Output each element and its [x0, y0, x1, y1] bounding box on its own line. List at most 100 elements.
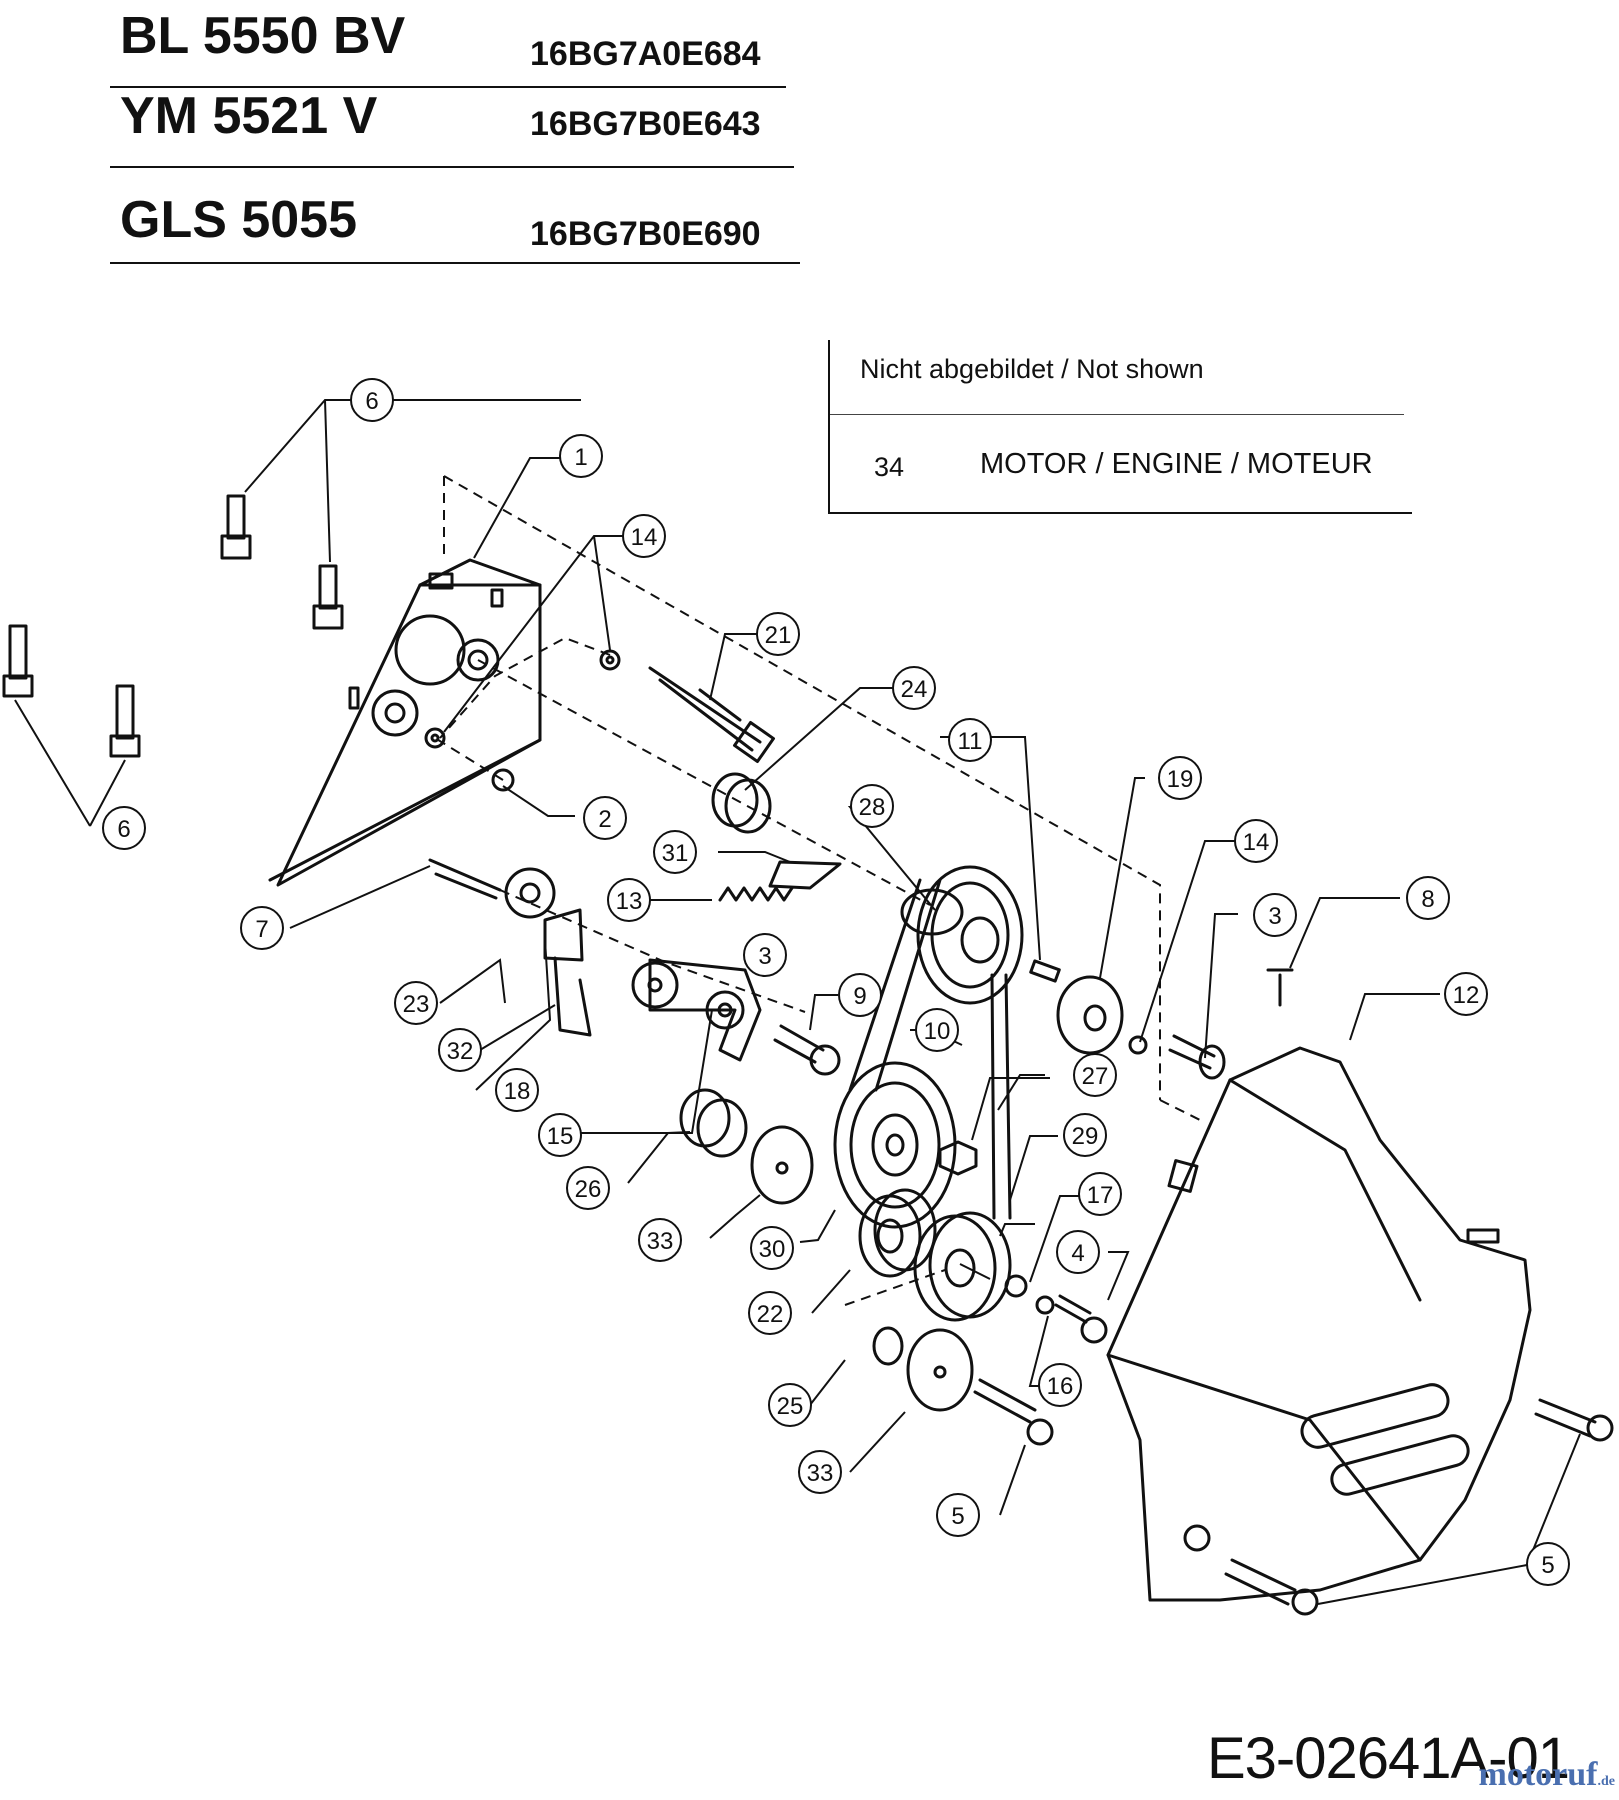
- not-shown-part-description: MOTOR / ENGINE / MOTEUR: [980, 448, 1373, 480]
- callout-label: 24: [901, 676, 928, 703]
- callout-label: 33: [647, 1228, 674, 1255]
- callout-label: 14: [1243, 829, 1270, 856]
- callout-label: 6: [117, 816, 130, 843]
- part-callouts: [102, 378, 1570, 1586]
- bolt-6-d: [109, 684, 141, 758]
- callout-label: 14: [631, 524, 658, 551]
- callout-label: 17: [1087, 1182, 1114, 1209]
- watermark-brand: motoruf: [1478, 1756, 1598, 1793]
- belt-27: [848, 878, 1012, 1220]
- shaft-21: [648, 666, 762, 752]
- not-shown-table: Nicht abgebildet / Not shown 34 MOTOR / …: [828, 340, 1412, 514]
- callout-5-a: [936, 1493, 980, 1537]
- spring-13: [718, 886, 794, 902]
- watermark-logo: motoruf.de: [1479, 1756, 1615, 1794]
- callout-label: 28: [859, 794, 886, 821]
- model-code: 16BG7B0E690: [530, 215, 761, 253]
- callout-label: 16: [1047, 1373, 1074, 1400]
- callout-label: 8: [1421, 886, 1434, 913]
- pulley-23: [504, 867, 556, 919]
- callout-label: 2: [598, 806, 611, 833]
- callout-label: 23: [403, 991, 430, 1018]
- pulley-10: [833, 1061, 957, 1229]
- callout-25: [768, 1383, 812, 1427]
- model-row: GLS 5055 16BG7B0E690: [110, 176, 800, 264]
- callout-10: [915, 1008, 959, 1052]
- callout-label: 1: [574, 444, 587, 471]
- callout-label: 9: [853, 983, 866, 1010]
- callout-4: [1056, 1230, 1100, 1274]
- callout-label: 12: [1453, 982, 1480, 1009]
- washer-19: [1056, 975, 1124, 1055]
- callout-label: 4: [1071, 1240, 1084, 1267]
- callout-33-a: [638, 1218, 682, 1262]
- divider: [110, 166, 794, 168]
- callout-7: [240, 906, 284, 950]
- callout-label: 3: [758, 943, 771, 970]
- model-name: GLS 5055: [120, 191, 358, 249]
- divider: [110, 262, 800, 264]
- pulley-29: [928, 1211, 1012, 1319]
- model-code: 16BG7A0E684: [530, 35, 761, 73]
- callout-label: 5: [1541, 1552, 1554, 1579]
- lever-32: [543, 908, 592, 1037]
- callout-32: [438, 1028, 482, 1072]
- callout-label: 11: [958, 728, 983, 755]
- bolt-6-a: [220, 494, 252, 560]
- callout-9: [838, 973, 882, 1017]
- callout-label: 19: [1167, 766, 1194, 793]
- callout-1: [559, 434, 603, 478]
- callout-label: 26: [575, 1176, 602, 1203]
- cover-12: [1106, 1046, 1532, 1602]
- bolt-6-b: [312, 564, 344, 630]
- callout-8: [1406, 876, 1450, 920]
- callout-label: 22: [757, 1301, 784, 1328]
- callout-17: [1078, 1172, 1122, 1216]
- callout-33-b: [798, 1450, 842, 1494]
- bushing-26: [679, 1088, 731, 1148]
- callout-label: 18: [504, 1078, 531, 1105]
- callout-21: [756, 612, 800, 656]
- callout-26: [566, 1166, 610, 1210]
- callout-14-a: [622, 514, 666, 558]
- model-row: BL 5550 BV 16BG7A0E684: [110, 0, 786, 88]
- callout-12: [1444, 972, 1488, 1016]
- callout-label: 29: [1072, 1123, 1099, 1150]
- callout-label: 25: [777, 1393, 804, 1420]
- callout-label: 13: [616, 888, 643, 915]
- callout-31: [653, 830, 697, 874]
- callout-label: 31: [662, 840, 689, 867]
- model-row: YM 5521 V 16BG7B0E643: [110, 80, 794, 168]
- callout-label: 6: [365, 388, 378, 415]
- document-number: E3-02641A-01: [1206, 1726, 1570, 1791]
- pulley-28: [916, 865, 1024, 1005]
- not-shown-part-number: 34: [874, 452, 905, 482]
- callout-14-b: [1234, 819, 1278, 863]
- callout-29: [1063, 1113, 1107, 1157]
- divider: [830, 414, 1404, 415]
- callout-label: 7: [255, 916, 268, 943]
- panel-hole-large: [394, 614, 466, 686]
- dashed-guides: [434, 475, 1201, 1306]
- watermark-tld: .de: [1597, 1774, 1616, 1789]
- callout-label: 30: [759, 1236, 786, 1263]
- callout-13: [607, 878, 651, 922]
- callout-label: 5: [951, 1503, 964, 1530]
- disc-33-b: [906, 1328, 974, 1412]
- callout-28: [850, 784, 894, 828]
- callout-label: 32: [447, 1038, 474, 1065]
- divider: [110, 86, 786, 88]
- panel-hole-small: [371, 689, 419, 737]
- disc-33-a: [750, 1125, 814, 1205]
- model-name: BL 5550 BV: [120, 7, 406, 65]
- leader-lines: [14, 399, 1581, 1605]
- side-panel-shape: [276, 558, 542, 887]
- bushing-25: [872, 1326, 904, 1366]
- callout-30: [750, 1226, 794, 1270]
- bolt-6-c: [2, 624, 34, 698]
- callout-19: [1158, 756, 1202, 800]
- callout-22: [748, 1291, 792, 1335]
- callout-18: [495, 1068, 539, 1112]
- callout-2: [583, 796, 627, 840]
